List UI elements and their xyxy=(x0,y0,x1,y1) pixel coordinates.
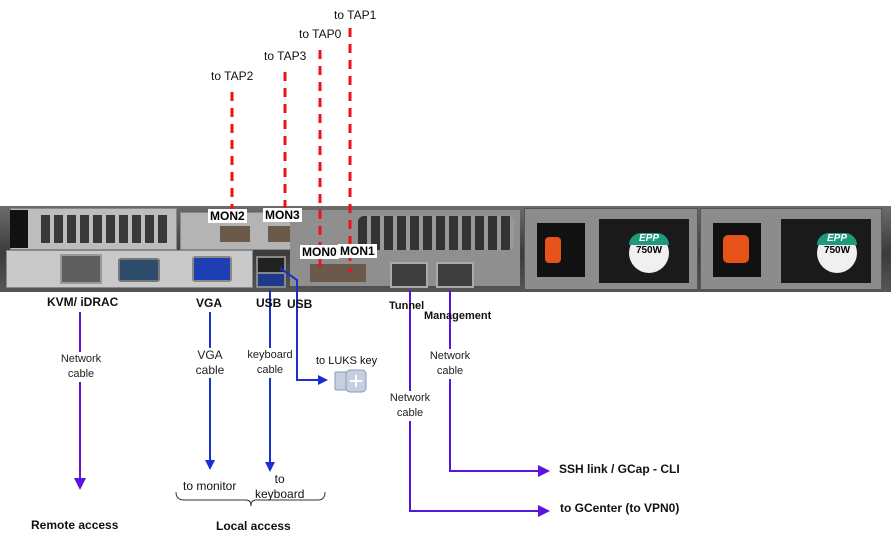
local-access-label: Local access xyxy=(216,519,291,533)
vga-cable-label: VGA cable xyxy=(192,348,228,378)
usb-luks-line xyxy=(279,267,328,385)
tunnel-line xyxy=(409,290,550,517)
kvm-cable-label: Network cable xyxy=(56,352,106,382)
pcie-bay-left xyxy=(10,208,177,250)
tap0-label: to TAP0 xyxy=(299,27,342,41)
usb-kb-title: USB xyxy=(256,296,282,310)
ssh-dest: SSH link / GCap - CLI xyxy=(559,462,680,476)
monitor-dest: to monitor xyxy=(183,479,237,493)
mon1-tag: MON1 xyxy=(338,244,377,258)
psu-2: EPP 750W xyxy=(700,208,882,290)
local-access-brace xyxy=(175,491,326,507)
keyboard-cable-label: keyboard cable xyxy=(244,348,296,378)
psu-badge: EPP 750W xyxy=(629,233,669,273)
serial-port[interactable] xyxy=(118,258,160,282)
tap1-label: to TAP1 xyxy=(334,8,377,22)
kvm-title: KVM/ iDRAC xyxy=(47,295,119,309)
tap3-label: to TAP3 xyxy=(264,49,307,63)
mon3-tag: MON3 xyxy=(263,208,302,222)
management-port[interactable] xyxy=(436,262,474,288)
tunnel-cable-label: Network cable xyxy=(386,391,434,421)
tunnel-port[interactable] xyxy=(390,262,428,288)
luks-key-label: to LUKS key xyxy=(316,355,378,367)
management-title: Management xyxy=(424,310,492,322)
vga-port[interactable] xyxy=(192,256,232,282)
mon0-tag: MON0 xyxy=(300,245,339,259)
mon0-port[interactable] xyxy=(310,264,338,282)
idrac-port[interactable] xyxy=(60,254,102,284)
label-plate xyxy=(10,210,28,248)
psu-1: EPP 750W xyxy=(524,208,698,290)
tunnel-title: Tunnel xyxy=(389,300,425,312)
usb-key-icon xyxy=(334,369,367,393)
vga-title: VGA xyxy=(196,296,223,310)
management-cable-label: Network cable xyxy=(426,349,474,379)
remote-access-label: Remote access xyxy=(31,518,119,532)
mon2-port[interactable] xyxy=(220,226,250,242)
gcenter-dest: to GCenter (to VPN0) xyxy=(560,501,680,515)
mon2-tag: MON2 xyxy=(208,209,247,223)
server-rear-panel: EPP 750W EPP 750W xyxy=(0,206,891,292)
mid-vent xyxy=(358,216,514,250)
usb-port-bottom[interactable] xyxy=(256,272,286,288)
mon1-port[interactable] xyxy=(338,264,366,282)
keyboard-dest: to keyboard xyxy=(255,472,305,501)
psu-badge: EPP 750W xyxy=(817,233,857,273)
usb-luks-title: USB xyxy=(287,297,313,311)
tap2-label: to TAP2 xyxy=(211,69,254,83)
